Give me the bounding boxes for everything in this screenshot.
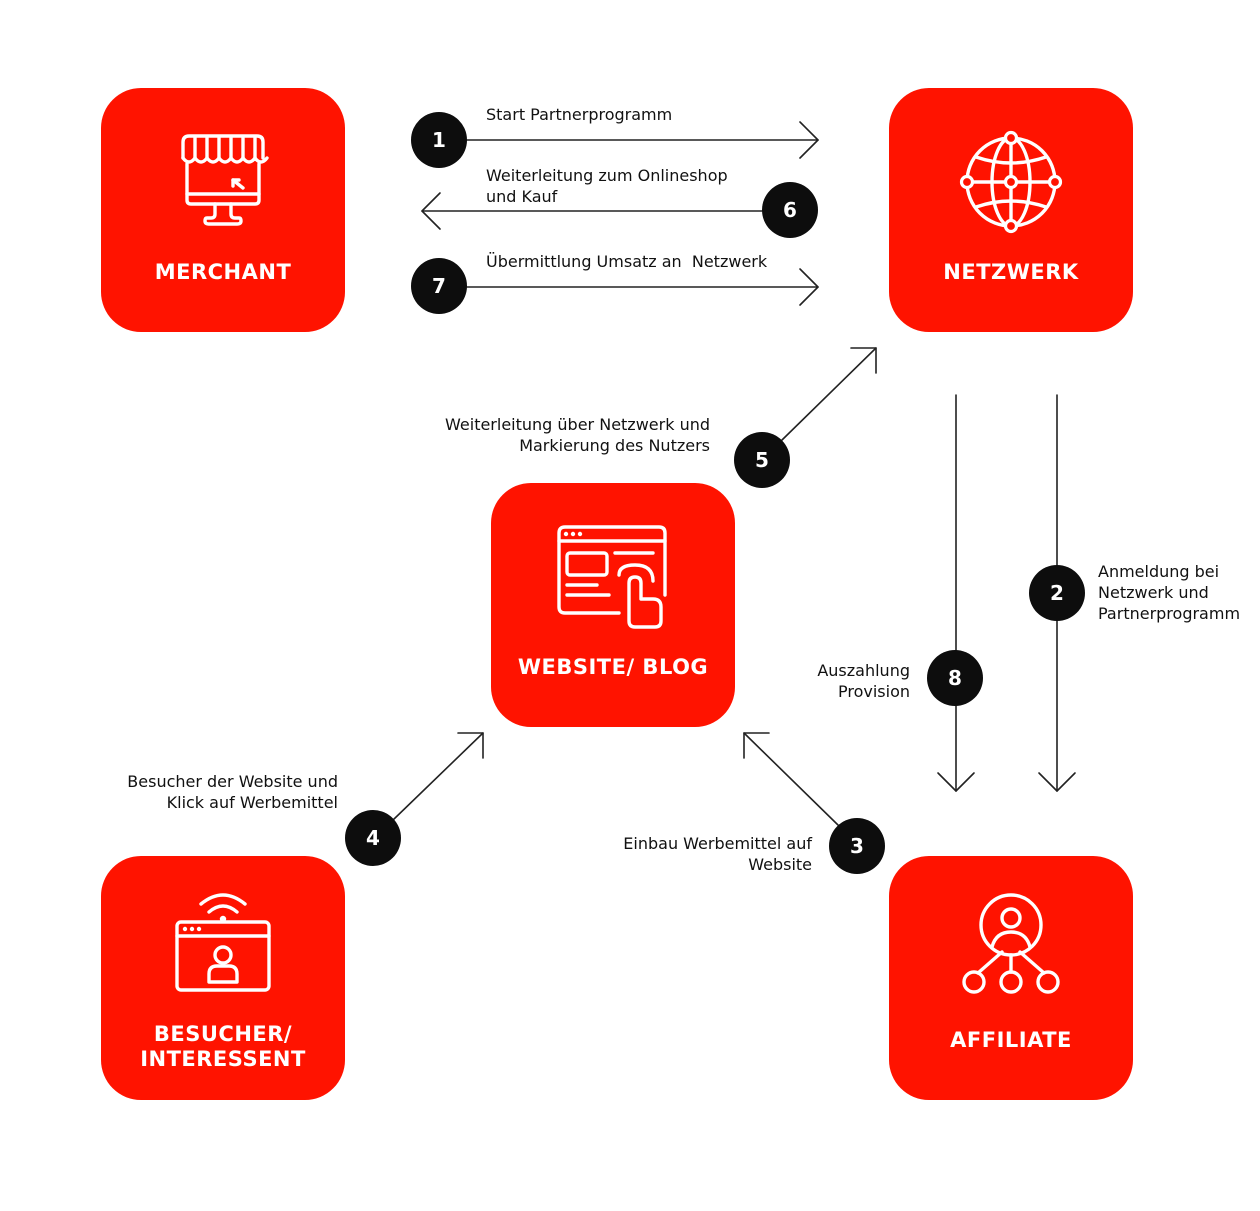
step-text-3-line2: Website — [748, 855, 812, 874]
netzwerk-label: NETZWERK — [943, 260, 1079, 284]
browser-user-wifi-icon — [175, 893, 271, 992]
step-text-1: Start Partnerprogramm — [486, 105, 673, 124]
step-badge-2: 2 — [1029, 565, 1085, 621]
arrow-step-6 — [421, 192, 763, 230]
affiliate-label: AFFILIATE — [950, 1028, 1072, 1052]
arrow-step-7 — [466, 268, 819, 306]
step-text-4-line2: Klick auf Werbemittel — [166, 793, 338, 812]
besucher-label-line2: INTERESSENT — [140, 1047, 306, 1071]
step-text-3-line1: Einbau Werbemittel auf — [623, 834, 812, 853]
globe-network-icon — [959, 130, 1063, 234]
step-badge-5: 5 — [734, 432, 790, 488]
arrow-step-8 — [937, 394, 975, 792]
step-text-5: Weiterleitung über Netzwerk und Markieru… — [410, 414, 710, 456]
step-text-5-line2: Markierung des Nutzers — [519, 436, 710, 455]
step-badge-6: 6 — [762, 182, 818, 238]
merchant-label: MERCHANT — [154, 260, 292, 284]
step-text-2-line3: Partnerprogramm — [1098, 604, 1241, 623]
website-node: WEBSITE/ BLOG — [491, 483, 735, 727]
arrow-step-3 — [743, 732, 839, 826]
step-text-3: Einbau Werbemittel auf Website — [560, 833, 812, 875]
step-text-4: Besucher der Website und Klick auf Werbe… — [80, 771, 338, 813]
shop-monitor-icon — [181, 134, 269, 226]
step-text-8-line2: Provision — [837, 682, 910, 701]
merchant-node: MERCHANT — [101, 88, 345, 332]
step-text-6-line1: Weiterleitung zum Onlineshop — [486, 166, 728, 185]
step-text-2-line2: Netzwerk und — [1098, 583, 1209, 602]
step-badge-8: 8 — [927, 650, 983, 706]
arrow-step-1 — [466, 121, 819, 159]
netzwerk-node: NETZWERK — [889, 88, 1133, 332]
step-text-2-line1: Anmeldung bei — [1098, 562, 1220, 581]
step-text-4-line1: Besucher der Website und — [127, 772, 338, 791]
user-network-icon — [962, 893, 1060, 994]
step-text-6: Weiterleitung zum Onlineshop und Kauf — [486, 165, 728, 207]
step-text-5-line1: Weiterleitung über Netzwerk und — [445, 415, 710, 434]
besucher-label-line1: BESUCHER/ — [153, 1022, 293, 1046]
step-text-6-line2: und Kauf — [486, 187, 558, 206]
step-text-2: Anmeldung bei Netzwerk und Partnerprogra… — [1098, 561, 1240, 624]
step-badge-1: 1 — [411, 112, 467, 168]
step-badge-3: 3 — [829, 818, 885, 874]
step-text-8: Auszahlung Provision — [770, 660, 910, 702]
step-text-8-line1: Auszahlung — [817, 661, 910, 680]
besucher-node: BESUCHER/ INTERESSENT — [101, 856, 345, 1100]
affiliate-node: AFFILIATE — [889, 856, 1133, 1100]
browser-click-icon — [557, 525, 667, 629]
website-label: WEBSITE/ BLOG — [517, 655, 709, 679]
step-badge-7: 7 — [411, 258, 467, 314]
step-text-7: Übermittlung Umsatz an Netzwerk — [486, 252, 768, 271]
arrow-step-4 — [392, 732, 484, 821]
step-badge-4: 4 — [345, 810, 401, 866]
arrow-step-5 — [781, 347, 877, 441]
